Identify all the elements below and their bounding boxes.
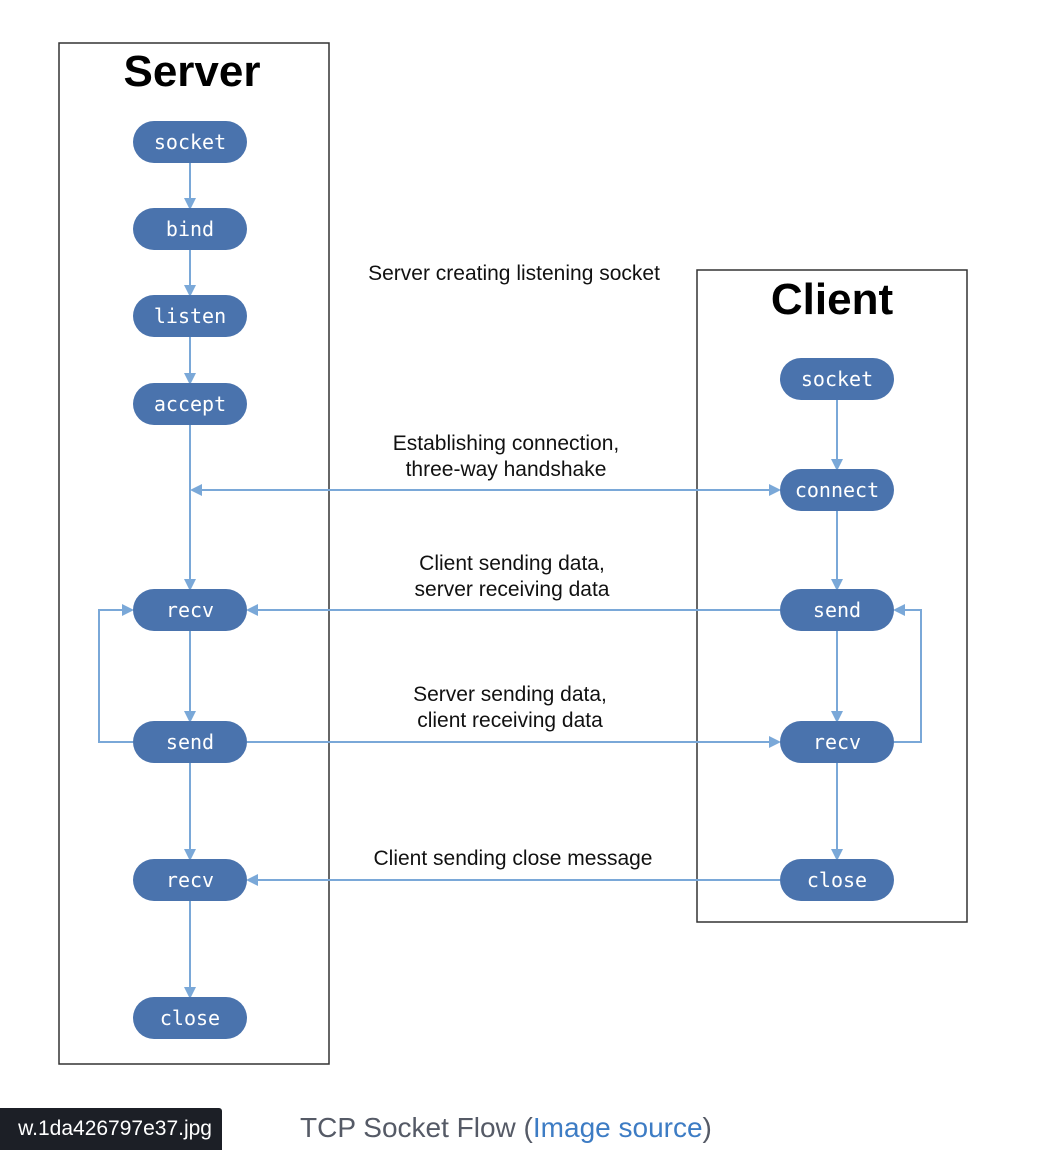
server-node-4-recv-label: recv (166, 598, 214, 622)
figure-caption: TCP Socket Flow (Image source) (300, 1108, 712, 1148)
server-box (58, 42, 330, 1065)
server-node-5-send-label: send (166, 730, 214, 754)
client-node-0-socket-shape (780, 358, 894, 400)
server-node-6-recv-shape (133, 859, 247, 901)
server-node-2-listen-shape (133, 295, 247, 337)
message-3-line-1: client receiving data (417, 709, 603, 732)
caption-paren-open: ( (515, 1112, 533, 1143)
tcp-socket-flow-diagram: Server Client socket bind listen accept recv… (58, 42, 968, 1065)
server-node-3-accept-shape (133, 383, 247, 425)
connectors (98, 163, 922, 999)
caption-text: TCP Socket Flow (300, 1112, 516, 1143)
server-node-4-recv-shape (133, 589, 247, 631)
server-node-2-listen-label: listen (154, 304, 226, 328)
client-node-0-socket-label: socket (801, 367, 873, 391)
client-node-4-close-label: close (807, 868, 867, 892)
message-3-line-0: Server sending data, (413, 683, 607, 706)
arrow-server-loop (98, 604, 134, 743)
client-node-3-recv-shape (780, 721, 894, 763)
client-node-2-send-label: send (813, 598, 861, 622)
message-2-line-1: server receiving data (415, 578, 610, 601)
server-node-7-close-shape (133, 997, 247, 1039)
message-labels: Server creating listening socketEstablis… (368, 262, 660, 870)
client-node-1-connect-label: connect (795, 478, 879, 502)
arrow-client-loop (893, 604, 922, 743)
filename-chip: w.1da426797e37.jpg (0, 1108, 222, 1150)
client-node-2-send-shape (780, 589, 894, 631)
server-node-6-recv-label: recv (166, 868, 214, 892)
message-1-line-1: three-way handshake (406, 458, 607, 481)
server-node-3-accept-label: accept (154, 392, 226, 416)
client-node-1-connect-shape (780, 469, 894, 511)
server-node-7-close-label: close (160, 1006, 220, 1030)
server-node-5-send-shape (133, 721, 247, 763)
client-node-3-recv-label: recv (813, 730, 861, 754)
client-box (696, 269, 968, 923)
server-title: Server (123, 47, 260, 96)
server-node-1-bind-shape (133, 208, 247, 250)
image-source-link[interactable]: Image source (532, 1112, 703, 1143)
message-2-line-0: Client sending data, (419, 552, 605, 575)
message-4-line-0: Client sending close message (374, 847, 653, 870)
client-node-4-close-shape (780, 859, 894, 901)
client-title: Client (771, 275, 894, 324)
message-1-line-0: Establishing connection, (393, 432, 619, 455)
caption-paren-close: ) (702, 1112, 712, 1143)
nodes: socket bind listen accept recv send recv close s… (133, 121, 894, 1039)
server-node-0-socket-shape (133, 121, 247, 163)
message-0-line-0: Server creating listening socket (368, 262, 660, 285)
server-node-1-bind-label: bind (166, 217, 214, 241)
server-node-0-socket-label: socket (154, 130, 226, 154)
